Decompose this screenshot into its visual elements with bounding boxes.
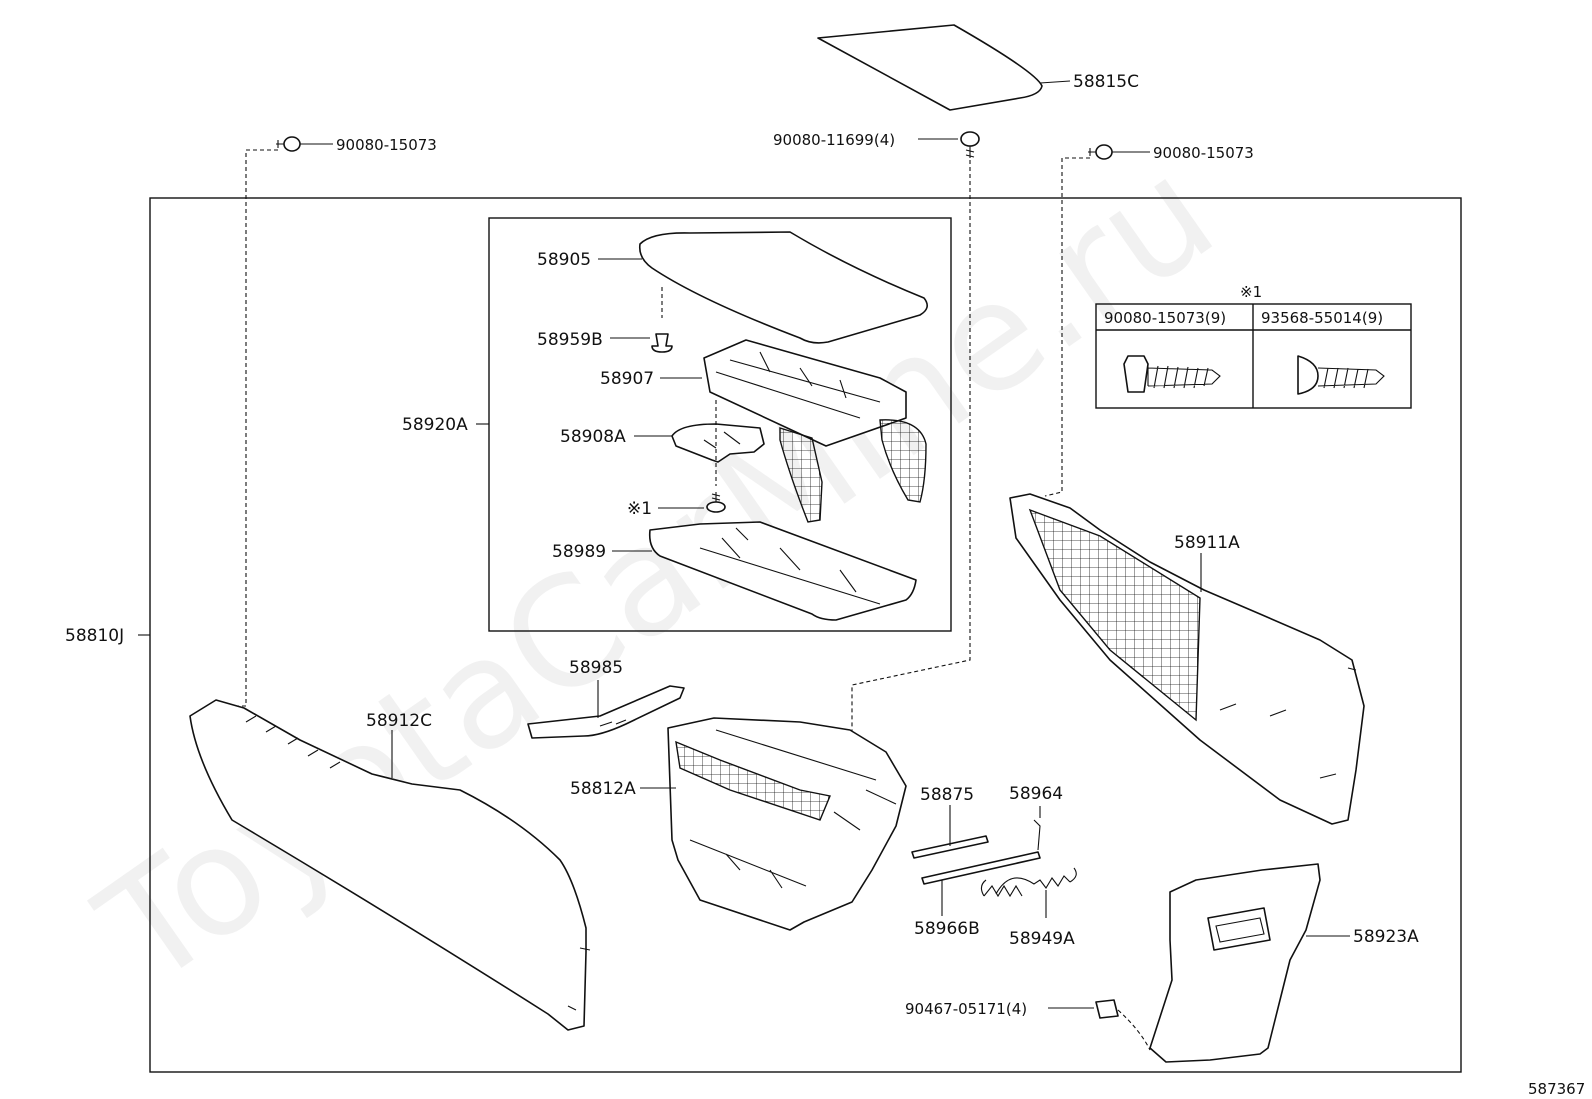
legend-col1: 90080-15073(9)	[1104, 309, 1226, 327]
label-58985: 58985	[569, 658, 623, 678]
bolt-center-icon	[960, 131, 980, 158]
pin-58966b	[921, 851, 1041, 916]
side-panel-58912c	[189, 699, 591, 1031]
pad-58815c	[817, 24, 1071, 111]
fastener-legend-table	[1095, 303, 1412, 409]
label-58964: 58964	[1009, 784, 1063, 804]
label-clip-90467: 90467-05171(4)	[905, 1000, 1027, 1018]
label-bolt-left: 90080-15073	[336, 136, 437, 154]
bolt-right-icon	[1088, 144, 1113, 160]
label-58959b: 58959B	[537, 330, 603, 350]
diagram-number: 587367	[1528, 1080, 1585, 1098]
label-58912c: 58912C	[366, 711, 432, 731]
label-58812a: 58812A	[570, 779, 636, 799]
springs-58949a	[980, 867, 1077, 918]
armrest-lid-58905	[598, 231, 928, 344]
label-58923a: 58923A	[1353, 927, 1419, 947]
label-58905: 58905	[537, 250, 591, 270]
label-58875: 58875	[920, 785, 974, 805]
spring-pin-58964	[1033, 806, 1041, 851]
label-bolt-right: 90080-15073	[1153, 144, 1254, 162]
label-58989: 58989	[552, 542, 606, 562]
screw-ref1-icon	[706, 492, 726, 513]
bracket-58908a	[634, 423, 765, 463]
rod-58875	[911, 805, 989, 859]
cover-58989	[612, 521, 917, 621]
cover-panel-58923a	[1149, 863, 1350, 1063]
label-bolt-center: 90080-11699(4)	[773, 131, 895, 149]
side-panel-58911a	[1009, 493, 1365, 825]
label-58920a: 58920A	[402, 415, 468, 435]
legend-col2: 93568-55014(9)	[1261, 309, 1383, 327]
label-58966b: 58966B	[914, 919, 980, 939]
console-box-58812a	[640, 717, 907, 931]
label-58907: 58907	[600, 369, 654, 389]
label-58911a: 58911A	[1174, 533, 1240, 553]
label-ref1-screw: ※1	[627, 499, 652, 519]
label-58810j: 58810J	[65, 626, 124, 646]
clip-58959b	[610, 333, 673, 353]
clip-90467-icon	[1048, 999, 1119, 1019]
trim-strip-58985	[527, 680, 685, 739]
label-58908a: 58908A	[560, 427, 626, 447]
label-58815c: 58815C	[1073, 72, 1139, 92]
bolt-left-icon	[276, 136, 301, 152]
armrest-base-58907	[660, 339, 927, 523]
label-58949a: 58949A	[1009, 929, 1075, 949]
legend-mark: ※1	[1240, 283, 1262, 301]
